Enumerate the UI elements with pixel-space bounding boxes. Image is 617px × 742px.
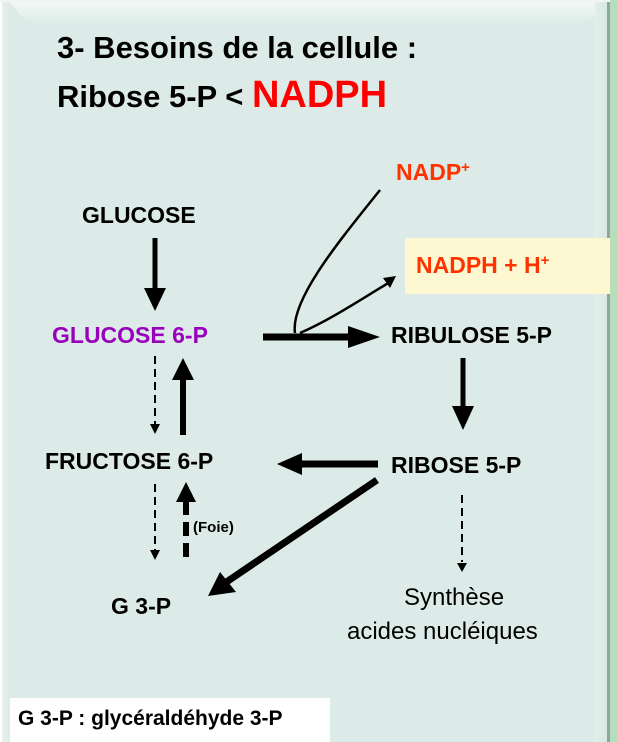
- arrow-g6p-to-ribulose: [263, 326, 380, 348]
- node-glucose: GLUCOSE: [82, 202, 196, 228]
- title-prefix: Ribose 5-P <: [57, 79, 252, 114]
- arrow-ribose-to-g3p: [208, 477, 379, 596]
- h-charge: +: [540, 251, 550, 269]
- nadph-highlight-box: [405, 238, 610, 294]
- frame-top-bevel: [10, 2, 606, 24]
- node-nadph-h-plus: NADPH + H+: [416, 252, 549, 279]
- footnote-box: [10, 698, 330, 742]
- arrow-glucose-to-g6p: [144, 238, 166, 311]
- nadp-label: NADP: [396, 159, 462, 185]
- node-nadp-plus: NADP+: [396, 159, 470, 186]
- arrow-f6p-to-g6p: [172, 358, 194, 435]
- arrow-f6p-to-g3p-dashed: [150, 484, 160, 560]
- synthese-line-1: Synthèse: [404, 584, 505, 611]
- node-ribose-5p: RIBOSE 5-P: [391, 452, 522, 478]
- frame-right-edge: [607, 2, 610, 742]
- arrow-ribulose-to-ribose: [452, 358, 474, 430]
- arrow-g3p-to-f6p-liver: [176, 482, 196, 557]
- footnote: G 3-P : glycéraldéhyde 3-P: [18, 707, 283, 730]
- node-fructose-6p: FRUCTOSE 6-P: [45, 448, 214, 474]
- arrow-ribose-to-synthese: [457, 495, 467, 572]
- title-nadph-highlight: NADPH: [251, 74, 388, 116]
- liver-label: (Foie): [193, 519, 234, 536]
- arrow-nadph-produced: [299, 276, 396, 335]
- frame-right-bevel: [595, 2, 607, 742]
- arrow-ribose-to-fructose6p: [277, 453, 378, 475]
- nadph-label: NADPH + H: [416, 252, 541, 278]
- node-ribulose-5p: RIBULOSE 5-P: [391, 322, 553, 348]
- frame-right-accent: [610, 0, 617, 742]
- node-glucose-6p: GLUCOSE 6-P: [52, 322, 208, 348]
- nadp-charge: +: [461, 158, 470, 176]
- title-line-2: Ribose 5-P < NADPH: [57, 74, 387, 117]
- synthese-line-2: acides nucléiques: [347, 618, 538, 645]
- arrow-g6p-to-f6p-dashed: [150, 356, 160, 434]
- node-g3p: G 3-P: [111, 593, 172, 619]
- content-panel: [10, 2, 606, 742]
- arrow-nadp-consumed: [293, 189, 381, 334]
- title-line-1: 3- Besoins de la cellule :: [57, 30, 418, 65]
- frame-top-edge: [0, 0, 609, 2]
